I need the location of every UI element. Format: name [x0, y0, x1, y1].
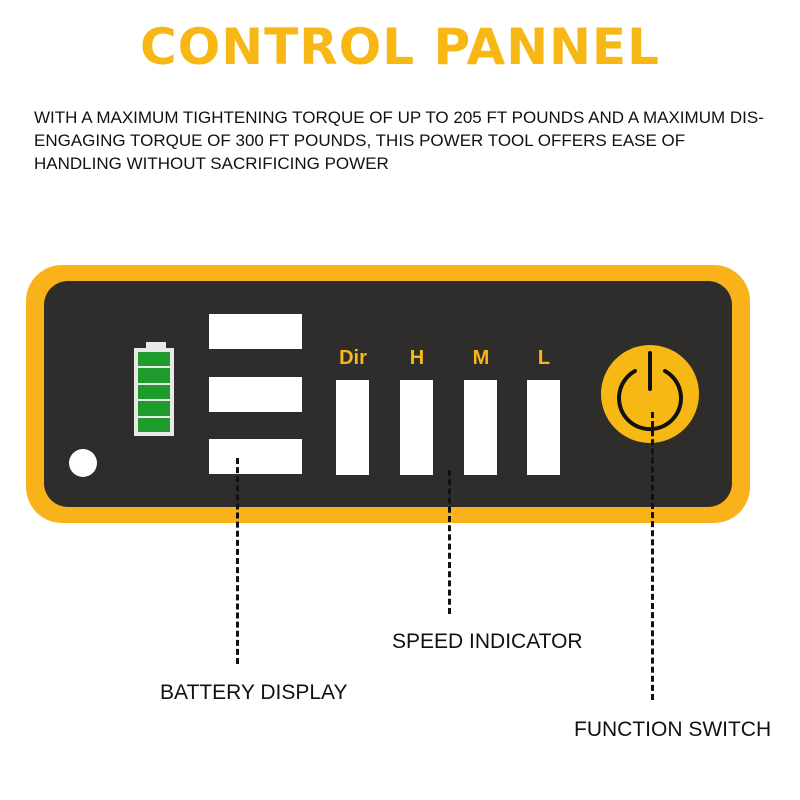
power-button[interactable] — [601, 345, 699, 443]
indicator-dot — [69, 449, 97, 477]
function-switch-leader-line — [651, 412, 654, 700]
battery-icon — [134, 342, 178, 440]
battery-display-bar-middle — [209, 377, 302, 412]
speed-indicator-label: SPEED INDICATOR — [392, 630, 583, 653]
speed-label-high: H — [409, 347, 425, 369]
battery-cell — [138, 401, 170, 416]
description-line: WITH A MAXIMUM TIGHTENING TORQUE OF UP T… — [34, 108, 764, 173]
speed-bar-medium[interactable] — [464, 380, 497, 475]
page-title: CONTROL PANNEL — [140, 18, 660, 76]
speed-bar-low[interactable] — [527, 380, 560, 475]
speed-bar-dir[interactable] — [336, 380, 369, 475]
battery-cell — [138, 368, 170, 383]
speed-bar-high[interactable] — [400, 380, 433, 475]
battery-cell — [138, 352, 170, 367]
battery-display-bar-bottom — [209, 439, 302, 474]
battery-cell — [138, 417, 170, 433]
description-text: WITH A MAXIMUM TIGHTENING TORQUE OF UP T… — [34, 106, 764, 175]
battery-display-bar-top — [209, 314, 302, 349]
battery-cell — [138, 384, 170, 400]
function-switch-label: FUNCTION SWITCH — [574, 718, 772, 741]
battery-display-leader-line — [236, 458, 239, 664]
speed-label-low: L — [537, 347, 551, 369]
speed-label-dir: Dir — [339, 347, 367, 369]
speed-indicator-leader-line — [448, 470, 451, 614]
battery-cap — [146, 342, 166, 348]
power-icon — [617, 351, 683, 432]
battery-display-label: BATTERY DISPLAY — [160, 681, 348, 704]
battery-body — [134, 348, 174, 436]
speed-label-medium: M — [472, 347, 490, 369]
